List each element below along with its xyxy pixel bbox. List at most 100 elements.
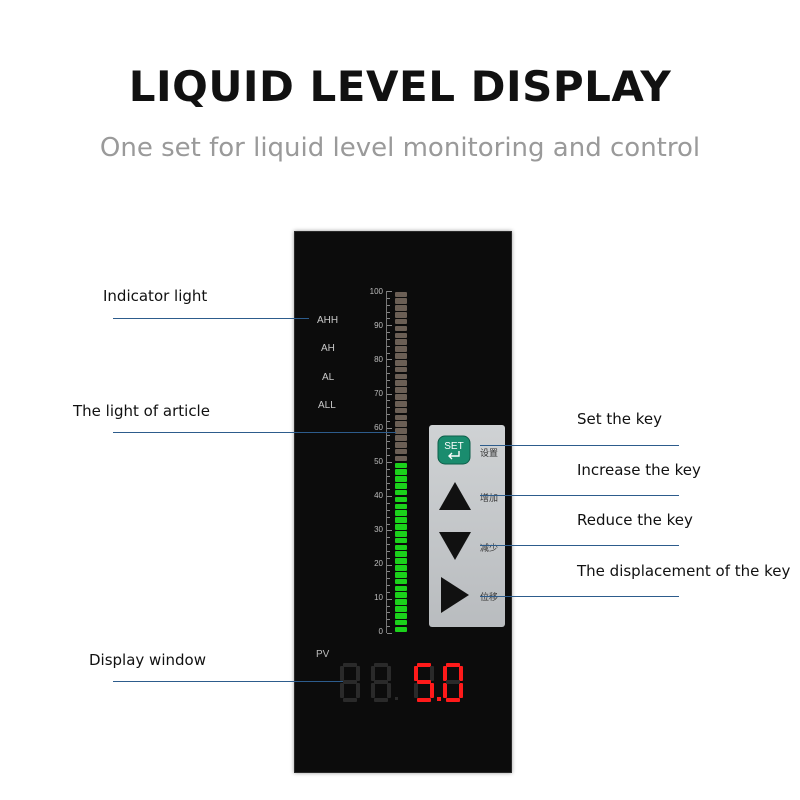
scale-tick [387,633,392,634]
bar-segment [395,537,407,544]
digit-segment [371,683,375,698]
scale-tick [387,544,390,546]
bar-segment [395,339,407,345]
decimal-point [437,697,441,701]
digit-segment [374,663,388,667]
triangle-up-icon [439,482,471,510]
scale-tick [387,297,390,299]
scale-tick [387,585,390,587]
scale-tick [387,489,390,491]
digit-segment [417,680,431,684]
scale-tick [387,612,390,614]
indicator-ah: AH [321,343,335,354]
scale-tick [387,448,390,450]
digit-segment [446,680,460,684]
digit-segment [340,666,344,681]
bar-segment [395,346,407,352]
digit-segment [371,666,375,681]
bar-segment [395,387,407,393]
scale-tick [387,427,392,429]
keypad: SET 设置 增加 减少 位移 [429,425,505,627]
digit-segment [446,663,460,667]
bar-segment [395,483,407,489]
digit-segment [417,663,431,667]
scale-tick [387,591,390,593]
digit-segment [340,683,344,698]
page-subtitle: One set for liquid level monitoring and … [99,133,701,163]
scale-tick [387,503,390,505]
digit-segment [387,666,391,681]
bar-segment [395,353,407,359]
callout-increase-key: Increase the key [577,461,701,479]
callout-line [113,432,396,433]
scale-label: 30 [374,525,383,534]
scale-tick [387,537,390,539]
bar-segment [395,592,407,599]
scale-tick [387,530,392,532]
bar-segment [395,503,407,510]
bar-segment [395,578,407,585]
scale-tick [387,482,390,484]
digit-segment [343,663,357,667]
callout-line [480,545,679,546]
decimal-point-off [395,697,398,700]
callout-reduce-key: Reduce the key [577,511,693,529]
digit-segment [414,666,418,681]
bar-segment [395,400,407,407]
callout-line [480,445,679,446]
bar-segment [395,530,407,537]
scale-tick [387,523,390,525]
callout-line [113,681,343,682]
bar-segment [395,565,407,571]
scale-tick [387,462,392,463]
digit-segment [443,683,447,698]
scale-tick [387,407,390,409]
set-key-label: SET [444,441,463,452]
bar-segment [395,599,407,605]
scale-tick [387,352,390,354]
callout-display-window: Display window [89,651,206,669]
bar-segment [395,298,407,304]
digit-segment [374,680,388,684]
reduce-key-cn: 减少 [480,543,499,553]
bar-segment [395,571,407,578]
digit-segment [374,698,388,702]
triangle-down-icon [439,532,471,560]
bar-segment [395,359,407,366]
set-button[interactable]: SET [437,435,471,470]
scale-tick [387,325,392,327]
digit-on [414,663,434,702]
scale-tick [387,468,390,470]
scale-tick [387,475,390,477]
scale-tick [387,496,392,498]
displacement-button[interactable] [439,575,471,620]
bar-segment [395,626,407,633]
scale-tick [387,359,392,361]
reduce-button[interactable] [437,530,473,567]
bar-segment [395,291,407,298]
scale-tick [387,571,390,573]
bar-segment [395,373,407,380]
scale-tick [387,605,390,607]
scale-tick [387,516,390,518]
digit-off [340,663,360,702]
bar-segment [395,305,407,311]
digit-segment [417,698,431,702]
digit-segment [387,683,391,698]
scale-tick [387,379,390,381]
scale-tick [387,619,390,621]
scale-tick [387,345,390,347]
triangle-right-icon [441,577,469,613]
increase-button[interactable] [437,480,473,517]
scale-label: 70 [374,389,383,398]
page-title: LIQUID LEVEL DISPLAY [128,62,672,111]
digit-on [443,663,463,702]
digit-segment [446,698,460,702]
scale-label: 80 [374,355,383,364]
scale-tick [387,291,392,292]
scale-tick [387,366,390,368]
bar-segment [395,414,407,421]
bar-segment [395,421,407,428]
scale-tick [387,434,390,436]
digit-segment [356,666,360,681]
